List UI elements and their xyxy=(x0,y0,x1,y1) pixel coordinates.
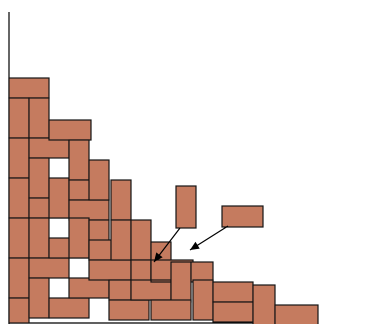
brick xyxy=(253,285,275,324)
brick xyxy=(69,140,89,180)
stacked-bricks xyxy=(9,78,318,324)
brick xyxy=(131,280,171,300)
brick xyxy=(275,305,318,324)
brick xyxy=(29,258,69,278)
brick xyxy=(49,178,69,218)
brick xyxy=(151,300,191,320)
brick xyxy=(69,278,109,298)
brick xyxy=(9,138,29,178)
brick xyxy=(9,298,29,323)
brick xyxy=(191,262,213,282)
brick xyxy=(29,138,69,158)
brick xyxy=(111,220,131,260)
brick xyxy=(29,218,49,258)
brick xyxy=(213,302,253,322)
brick xyxy=(69,200,109,220)
brick xyxy=(9,178,29,218)
brick xyxy=(89,260,131,280)
brick xyxy=(109,300,149,320)
brick xyxy=(171,262,191,302)
brick xyxy=(29,158,49,198)
loose-vertical-brick xyxy=(176,186,196,228)
brick xyxy=(69,218,89,258)
loose-horizontal-brick xyxy=(222,206,263,227)
brick xyxy=(89,160,109,200)
brick xyxy=(131,220,151,260)
brick xyxy=(193,280,213,320)
loose-bricks xyxy=(176,186,263,228)
brick xyxy=(9,98,29,138)
brick xyxy=(9,218,29,258)
brick xyxy=(9,78,49,98)
brick xyxy=(9,258,29,298)
brick xyxy=(213,282,253,302)
brick xyxy=(49,298,89,318)
arrow-to-horizontal-slot-head xyxy=(190,242,200,250)
brick xyxy=(29,278,49,318)
brick xyxy=(49,120,91,140)
brick xyxy=(29,98,49,138)
brick xyxy=(111,180,131,220)
